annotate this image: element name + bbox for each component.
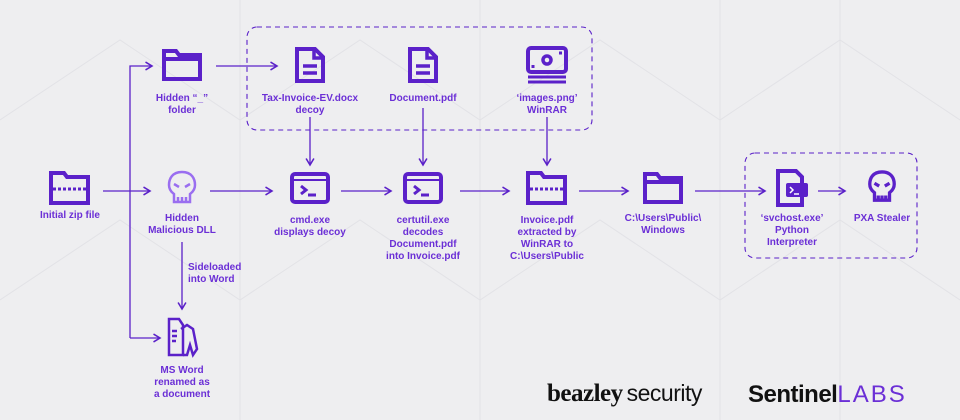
document-icon [408, 47, 438, 83]
python-terminal-icon [776, 169, 808, 207]
image-icon [526, 46, 568, 84]
decoy-files-group [246, 26, 593, 131]
terminal-icon [403, 172, 443, 204]
zip-folder-icon [49, 171, 90, 205]
document-icon [295, 47, 325, 83]
skull-icon [167, 170, 197, 204]
label-initial-zip: Initial zip file [39, 210, 101, 221]
folder-icon [162, 49, 202, 81]
label-public-folder: C:\Users\Public\Windows [624, 213, 702, 236]
label-hidden-folder: Hidden “_”folder [155, 93, 209, 116]
skull-icon [868, 170, 896, 202]
branch-line [129, 61, 154, 338]
label-document-pdf: Document.pdf [389, 93, 457, 104]
zip-folder-icon [526, 171, 567, 205]
folder-icon [643, 172, 683, 204]
sentinel-labs-logo: SentinelLABS [748, 381, 907, 408]
word-document-icon [167, 317, 199, 358]
label-images-png: ‘images.png’WinRAR [516, 93, 578, 116]
terminal-icon [290, 172, 330, 204]
label-pxa-stealer: PXA Stealer [853, 213, 911, 224]
payload-group [744, 152, 918, 259]
